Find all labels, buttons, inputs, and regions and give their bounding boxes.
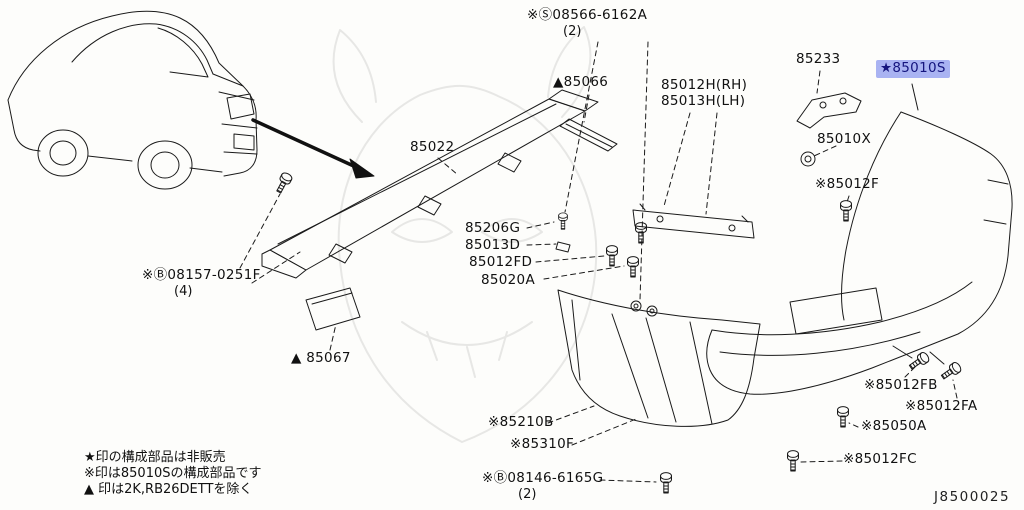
- watermark-mask-icon: [332, 26, 598, 443]
- part-label-85206g[interactable]: 85206G: [465, 220, 521, 236]
- part-label-08146-6165g[interactable]: ※Ⓑ08146-6165G: [482, 470, 604, 486]
- solid-leader-lines: [892, 83, 945, 365]
- part-label-85022[interactable]: 85022: [410, 139, 455, 155]
- part-label-85067[interactable]: ▲ 85067: [291, 350, 351, 366]
- part-label-85066[interactable]: ▲85066: [553, 74, 609, 90]
- leader-lines: [239, 41, 958, 483]
- part-label-85210b[interactable]: ※85210B: [488, 414, 554, 430]
- part-85012h-bracket: [632, 203, 755, 239]
- part-label-85020a[interactable]: 85020A: [481, 272, 535, 288]
- part-85233-bracket: [796, 92, 862, 129]
- part-85066-strip: [559, 118, 618, 152]
- part-85010s-bumper-facia: [706, 111, 1013, 395]
- part-label-08157-0251f[interactable]: ※Ⓑ08157-0251F: [142, 267, 261, 283]
- part-label-85010x[interactable]: 85010X: [817, 131, 871, 147]
- part-label-08157-qty: (4): [174, 284, 193, 299]
- part-label-85012fc[interactable]: ※85012FC: [843, 451, 917, 467]
- part-85013d-clip: [555, 241, 571, 253]
- part-label-85012fb[interactable]: ※85012FB: [864, 377, 938, 393]
- part-label-85010s-highlighted[interactable]: ★85010S: [876, 60, 950, 78]
- legend-star-note: ★印の構成部品は非販売: [84, 450, 226, 465]
- part-label-85013d[interactable]: 85013D: [465, 237, 521, 253]
- part-85067-flap: [305, 287, 361, 331]
- part-label-85013h[interactable]: 85013H(LH): [661, 93, 746, 109]
- part-85010x-nut: [800, 151, 816, 167]
- diagram-code: J8500025: [934, 489, 1011, 505]
- part-85022-reinforcement: [261, 89, 599, 279]
- part-label-08566-qty: (2): [563, 24, 582, 39]
- car-sketch: [7, 10, 258, 190]
- part-label-85012h[interactable]: 85012H(RH): [661, 77, 748, 93]
- part-label-85012fa[interactable]: ※85012FA: [905, 398, 978, 414]
- part-label-85012f[interactable]: ※85012F: [815, 176, 880, 192]
- pointer-arrow-icon: [251, 118, 375, 179]
- part-label-85310f[interactable]: ※85310F: [510, 436, 575, 452]
- part-label-08146-qty: (2): [518, 487, 537, 502]
- part-85210b-valance: [557, 289, 761, 427]
- part-label-08566-6162a[interactable]: ※Ⓢ08566-6162A: [527, 7, 648, 23]
- part-label-85050a[interactable]: ※85050A: [861, 418, 927, 434]
- part-label-85233[interactable]: 85233: [796, 51, 841, 67]
- part-label-85012fd[interactable]: 85012FD: [469, 254, 533, 270]
- legend-ref-note: ※印は85010Sの構成部品です: [84, 466, 262, 481]
- legend-triangle-note: ▲ 印は2K,RB26DETTを除く: [84, 482, 253, 497]
